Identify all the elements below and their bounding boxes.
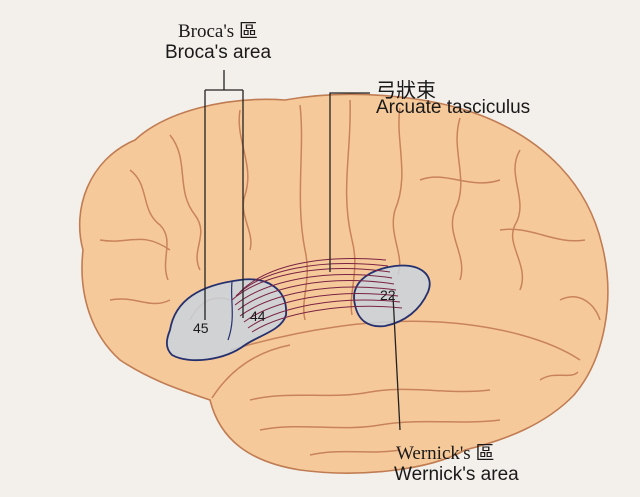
wernicke-label-english: Wernick's area <box>394 464 519 485</box>
wernicke-label-chinese: Wernick's 區 <box>396 443 495 464</box>
sulci <box>99 99 601 456</box>
broca-area-divider <box>227 281 233 341</box>
area-44-label: 44 <box>250 308 266 324</box>
area-22-label: 22 <box>380 287 396 303</box>
broca-label-chinese: Broca's 區 <box>178 21 258 42</box>
broca-label-english: Broca's area <box>165 42 272 63</box>
leader-lines <box>204 70 401 431</box>
arcuate-label-english: Arcuate tasciculus <box>376 97 531 118</box>
area-45-label: 45 <box>193 320 209 336</box>
sylvian-fissure <box>229 320 581 361</box>
broca-area-region <box>165 278 287 362</box>
wernicke-area-region <box>353 264 431 328</box>
brain-outline <box>78 93 609 474</box>
arcuate-label-chinese: 弓狀束 <box>376 80 436 102</box>
temporal-lobe-edge <box>211 344 291 399</box>
